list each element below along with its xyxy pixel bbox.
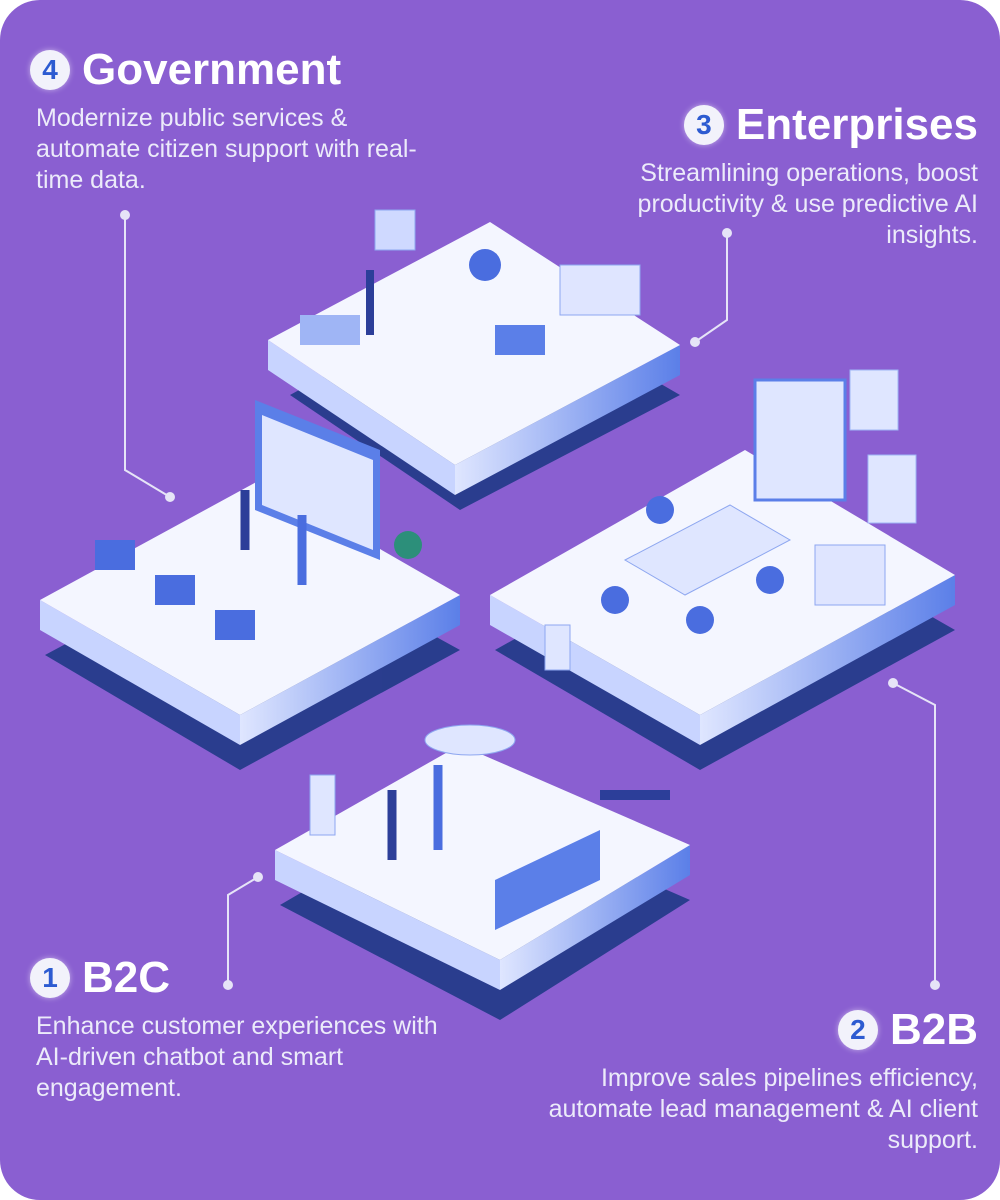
number-badge: 3 <box>683 105 724 145</box>
puzzle-tile-government <box>40 400 460 745</box>
section-b2c: 1 B2C Enhance customer experiences with A… <box>30 953 460 1104</box>
connector-lines <box>124 215 936 985</box>
section-government: 4 Government Modernize public services & … <box>30 45 450 196</box>
section-description: Modernize public services & automate cit… <box>36 104 417 194</box>
section-description: Streamlining operations, boost productiv… <box>637 159 978 249</box>
number-badge: 4 <box>30 50 70 90</box>
section-title: Government <box>82 45 342 94</box>
section-description: Enhance customer experiences with AI-dri… <box>36 1012 438 1102</box>
puzzle-tile-b2b <box>490 369 955 745</box>
puzzle-tile-b2c <box>275 724 690 990</box>
section-title: B2B <box>889 1005 978 1054</box>
section-b2b: 2 B2B Improve sales pipelines efficiency,… <box>518 1005 978 1156</box>
section-enterprises: 3 Enterprises Streamlining operations, bo… <box>558 100 978 251</box>
number-badge: 2 <box>837 1010 878 1050</box>
section-title: Enterprises <box>735 100 978 149</box>
section-description: Improve sales pipelines efficiency, auto… <box>548 1064 978 1154</box>
section-title: B2C <box>82 953 171 1002</box>
puzzle-tile-enterprises <box>268 209 680 495</box>
connector-dots <box>120 210 940 990</box>
number-badge: 1 <box>30 958 70 998</box>
